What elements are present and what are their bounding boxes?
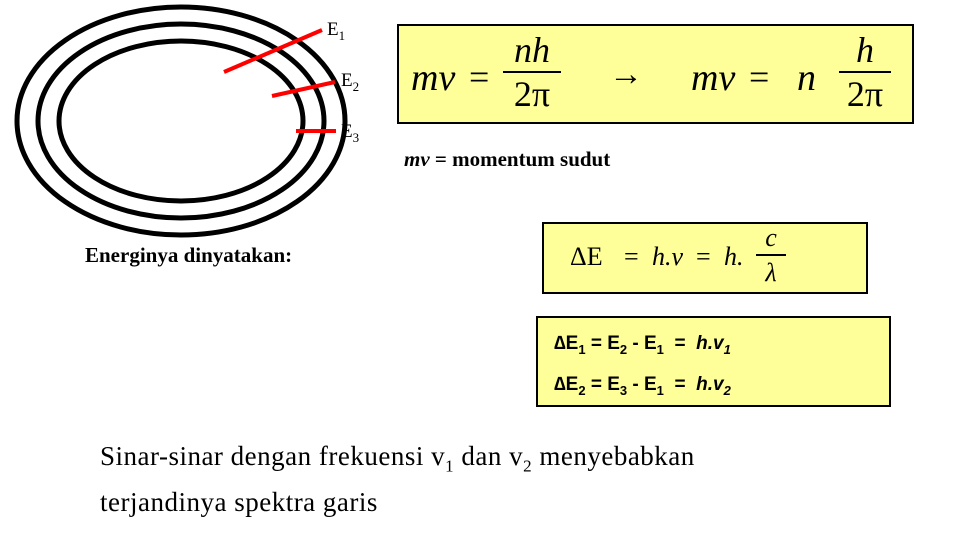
orbit-label-e3: E3 (341, 121, 359, 146)
formula-hv: h.v (652, 242, 684, 271)
orbit-3 (56, 38, 306, 204)
equals: = (663, 374, 697, 395)
formula-lhs-mv-2: mv (691, 57, 736, 99)
minus-e: - E (627, 374, 657, 395)
h-v: h.v (696, 333, 724, 354)
fraction-bar (839, 71, 891, 73)
orbit-label-text: E (341, 70, 353, 91)
subscript: 2 (523, 456, 533, 476)
orbit-label-text: E (341, 121, 353, 142)
h-v: h.v (696, 374, 724, 395)
arrow-icon: → (609, 56, 643, 93)
orbit-label-sub: 1 (338, 27, 346, 43)
formula-box-energy: ΔE = h.v = h. c λ (542, 222, 868, 294)
fraction-c-lambda: c λ (756, 224, 786, 288)
orbit-label-e2: E2 (341, 70, 359, 95)
formula-box-momentum: mv = nh 2π → mv = n h 2π (397, 24, 914, 124)
formula-equals: = (469, 57, 490, 97)
fraction-denominator: 2π (846, 74, 884, 114)
delta-e-symbol: ∆E (554, 333, 579, 354)
subscript: 1 (656, 382, 664, 398)
fraction-numerator: h (856, 30, 874, 70)
conclusion-line-2: terjandinya spektra garis (100, 487, 378, 518)
equals-e: = E (585, 374, 620, 395)
formula-box-transitions: ∆E1 = E2 - E1 = h.v1 ∆E2 = E3 - E1 = h.v… (536, 316, 891, 407)
subscript: 2 (619, 341, 628, 357)
text-part: menyebabkan (532, 441, 695, 471)
transition-line-1: ∆E1 = E2 - E1 = h.v1 (554, 333, 731, 357)
text-part: dan v (454, 441, 524, 471)
subscript: 1 (656, 341, 664, 357)
momentum-caption: mv = momentum sudut (404, 147, 610, 172)
orbit-label-text: E (327, 19, 339, 40)
fraction-bar (756, 254, 786, 256)
fraction-denominator: λ (765, 258, 777, 287)
subscript: 1 (445, 456, 455, 476)
orbit-label-e1: E1 (327, 19, 345, 44)
fraction-denominator: 2π (513, 74, 551, 114)
orbit-label-sub: 2 (352, 78, 360, 94)
formula-delta-e: ΔE (570, 242, 603, 271)
equals: = (663, 333, 697, 354)
conclusion-line-1: Sinar-sinar dengan frekuensi v1 dan v2 m… (100, 438, 920, 484)
transition-line-2: ∆E2 = E3 - E1 = h.v2 (554, 374, 731, 398)
fraction-h-2pi: h 2π (839, 32, 891, 112)
orbit-1 (14, 4, 348, 238)
formula-equals: = (624, 242, 639, 271)
subscript: 1 (578, 341, 586, 357)
formula-equals-2: = (696, 242, 711, 271)
formula-h: h. (724, 242, 744, 271)
caption-rest: = momentum sudut (429, 147, 611, 171)
subscript: 2 (578, 382, 586, 398)
fraction-numerator: c (765, 223, 777, 252)
fraction-numerator: nh (514, 30, 550, 70)
pointer-line-e1 (223, 28, 323, 74)
text-part: Sinar-sinar dengan frekuensi v (100, 441, 446, 471)
equals-e: = E (585, 333, 620, 354)
formula-n: n (797, 57, 816, 99)
subscript: 3 (619, 382, 628, 398)
subscript: 2 (723, 382, 731, 398)
subscript: 1 (723, 341, 731, 357)
fraction-nh-2pi: nh 2π (503, 32, 561, 112)
caption-term: mv (404, 147, 430, 171)
orbit-2 (35, 21, 327, 221)
pointer-line-e2 (271, 80, 336, 98)
orbit-label-sub: 3 (352, 129, 360, 145)
formula-equals-2: = (749, 57, 770, 97)
minus-e: - E (627, 333, 657, 354)
delta-e-symbol: ∆E (554, 374, 579, 395)
energy-label: Energinya dinyatakan: (85, 243, 293, 267)
formula-lhs-mv: mv (411, 57, 456, 99)
fraction-bar (503, 71, 561, 73)
conclusion-text: Sinar-sinar dengan frekuensi v1 dan v2 m… (100, 438, 920, 520)
